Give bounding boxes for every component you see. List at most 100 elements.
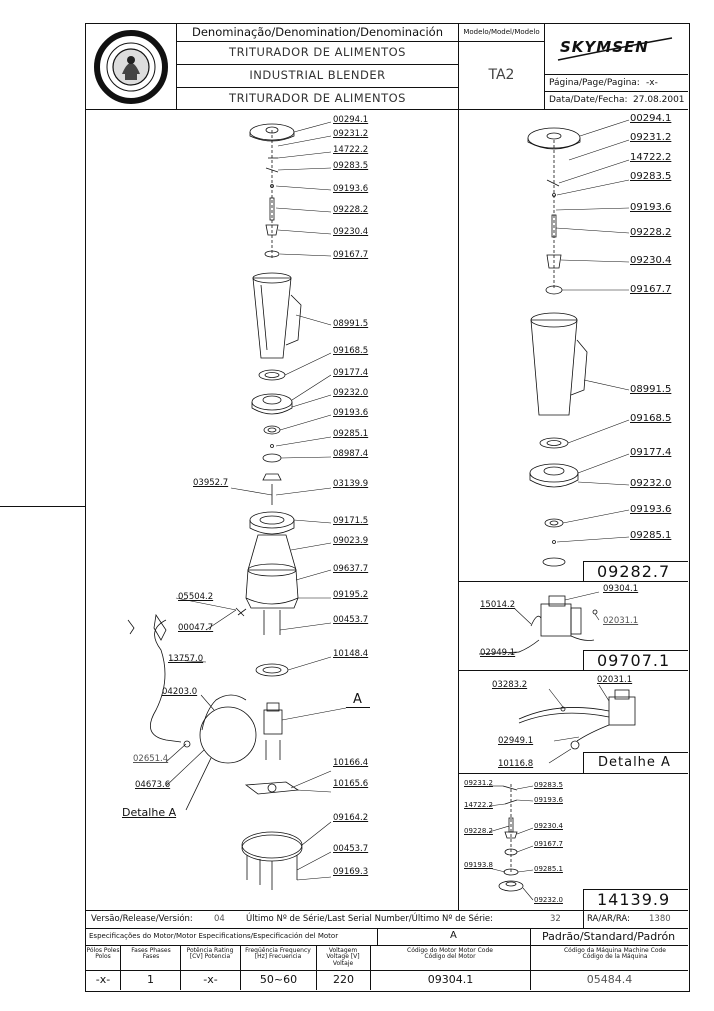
cup-part-09231-2: 09231.2 xyxy=(464,779,493,787)
box-09282-7: 09282.7 xyxy=(597,562,671,581)
motor-part-02031-1: 02031.1 xyxy=(603,616,639,626)
rt-part-09193-6: 09193.6 xyxy=(630,202,672,213)
technical-assistance-seal xyxy=(94,30,168,104)
part-10148-4: 10148.4 xyxy=(333,649,369,659)
left-margin-line xyxy=(0,506,85,507)
version-value: 04 xyxy=(214,914,225,924)
denomination-label: Denominação/Denomination/Denominación xyxy=(192,25,443,39)
motor-part-09304-1: 09304.1 xyxy=(603,584,639,594)
rt-part-09177-4: 09177.4 xyxy=(630,447,672,458)
val-poles: -x- xyxy=(95,973,111,986)
rt-part-09283-5: 09283.5 xyxy=(630,171,672,182)
part-09283-5: 09283.5 xyxy=(333,161,369,171)
col-poles: Pólos Poles Polos xyxy=(86,947,120,961)
val-machine-code: 05484.4 xyxy=(586,973,633,986)
rt-part-09231-2: 09231.2 xyxy=(630,132,672,143)
part-05504-2: 05504.2 xyxy=(178,592,214,602)
right-box-line-3 xyxy=(459,773,688,774)
box-09282-7-cell xyxy=(583,561,688,582)
header-divider-1 xyxy=(176,23,177,110)
version-label: Versão/Release/Versión: xyxy=(91,914,193,924)
footer-divider-std xyxy=(530,929,531,990)
serial-label: Último Nº de Série/Last Serial Number/Úl… xyxy=(246,914,494,924)
part-13757-0: 13757.0 xyxy=(168,654,204,664)
cup-part-09283-5: 09283.5 xyxy=(534,781,563,789)
ra-label: RA/AR/RA: xyxy=(587,914,630,924)
page-row-line xyxy=(545,91,688,92)
box-09707-1-cell xyxy=(583,650,688,671)
cup-part-09230-4: 09230.4 xyxy=(534,822,563,830)
model-row-line xyxy=(459,41,544,42)
header-row-line-3 xyxy=(177,87,458,88)
exploded-view-drawing xyxy=(127,121,347,890)
cup-part-09193-6: 09193.6 xyxy=(534,796,563,804)
part-00453-7: 00453.7 xyxy=(333,615,369,625)
box-14139-9: 14139.9 xyxy=(597,890,671,909)
val-rating: -x- xyxy=(203,973,218,986)
val-frequency: 50~60 xyxy=(259,973,298,986)
name-portuguese: TRITURADOR DE ALIMENTOS xyxy=(229,45,406,59)
col-div-4 xyxy=(316,946,317,990)
cup-part-09167-7: 09167.7 xyxy=(534,840,563,848)
col-voltage: Voltagem Voltage [V] Voltaje xyxy=(326,947,360,967)
drawing-frame xyxy=(85,23,690,992)
part-09193-6: 09193.6 xyxy=(333,184,369,194)
right-column-divider xyxy=(458,110,459,910)
date-label: Data/Date/Fecha: xyxy=(549,95,628,105)
rt-part-09228-2: 09228.2 xyxy=(630,227,672,238)
part-09177-4: 09177.4 xyxy=(333,368,369,378)
col-frequency: Freqüência Frequency [Hz] Frecuencia xyxy=(245,947,311,961)
part-09168-5: 09168.5 xyxy=(333,346,369,356)
part-09195-2: 09195.2 xyxy=(333,590,369,600)
part-09171-5: 09171.5 xyxy=(333,516,369,526)
col-div-2 xyxy=(180,946,181,990)
rt-part-09285-1: 09285.1 xyxy=(630,530,672,541)
part-09164-2: 09164.2 xyxy=(333,813,369,823)
footer-divider-ra xyxy=(583,911,584,928)
footer-line-3 xyxy=(86,945,688,946)
detail-part-02949-1: 02949.1 xyxy=(498,736,534,746)
date-value: 27.08.2001 xyxy=(633,95,685,105)
footer-line-4 xyxy=(86,970,688,971)
part-09637-7: 09637.7 xyxy=(333,564,369,574)
header-divider-3 xyxy=(544,23,545,110)
motor-part-15014-2: 15014.2 xyxy=(480,600,516,610)
motor-spec-label: Especificações do Motor/Motor Especifica… xyxy=(89,932,339,940)
rt-part-14722-2: 14722.2 xyxy=(630,152,672,163)
cup-part-09228-2: 09228.2 xyxy=(464,827,493,835)
right-box-line-2 xyxy=(459,670,688,671)
right-box-line-1 xyxy=(459,581,688,582)
part-09230-4: 09230.4 xyxy=(333,227,369,237)
detail-reference-a-underline xyxy=(346,707,370,708)
page-label: Página/Page/Pagina: xyxy=(549,78,640,88)
box-14139-9-cell xyxy=(583,889,688,911)
detail-a-drawing xyxy=(518,684,636,764)
brand-row-line xyxy=(545,74,688,75)
part-09193-6b: 09193.6 xyxy=(333,408,369,418)
ra-value: 1380 xyxy=(649,914,671,924)
part-00047-7: 00047.7 xyxy=(178,623,214,633)
cup-part-09193-8: 09193.8 xyxy=(464,861,493,869)
name-english: INDUSTRIAL BLENDER xyxy=(249,68,386,82)
part-03952-7: 03952.7 xyxy=(193,478,229,488)
part-09232-0: 09232.0 xyxy=(333,388,369,398)
detail-part-02031-1: 02031.1 xyxy=(597,675,633,685)
brand-swoosh xyxy=(557,37,673,61)
rt-part-09230-4: 09230.4 xyxy=(630,255,672,266)
header-row-line-1 xyxy=(177,41,458,42)
serial-value: 32 xyxy=(550,914,561,924)
detail-a-cell xyxy=(583,752,688,774)
part-02651-4: 02651.4 xyxy=(133,754,169,764)
brand-logo: SKYMSEN xyxy=(560,38,649,56)
col-div-3 xyxy=(240,946,241,990)
footer-divider-motor xyxy=(377,929,378,945)
part-09285-1: 09285.1 xyxy=(333,429,369,439)
rt-part-08991-5: 08991.5 xyxy=(630,384,672,395)
standard-label: Padrão/Standard/Padrón xyxy=(542,930,676,943)
name-spanish: TRITURADOR DE ALIMENTOS xyxy=(229,91,406,105)
col-div-1 xyxy=(120,946,121,990)
motor-spec-value: A xyxy=(450,930,457,941)
detail-part-03283-2: 03283.2 xyxy=(492,680,528,690)
part-09023-9: 09023.9 xyxy=(333,536,369,546)
part-09231-2: 09231.2 xyxy=(333,129,369,139)
